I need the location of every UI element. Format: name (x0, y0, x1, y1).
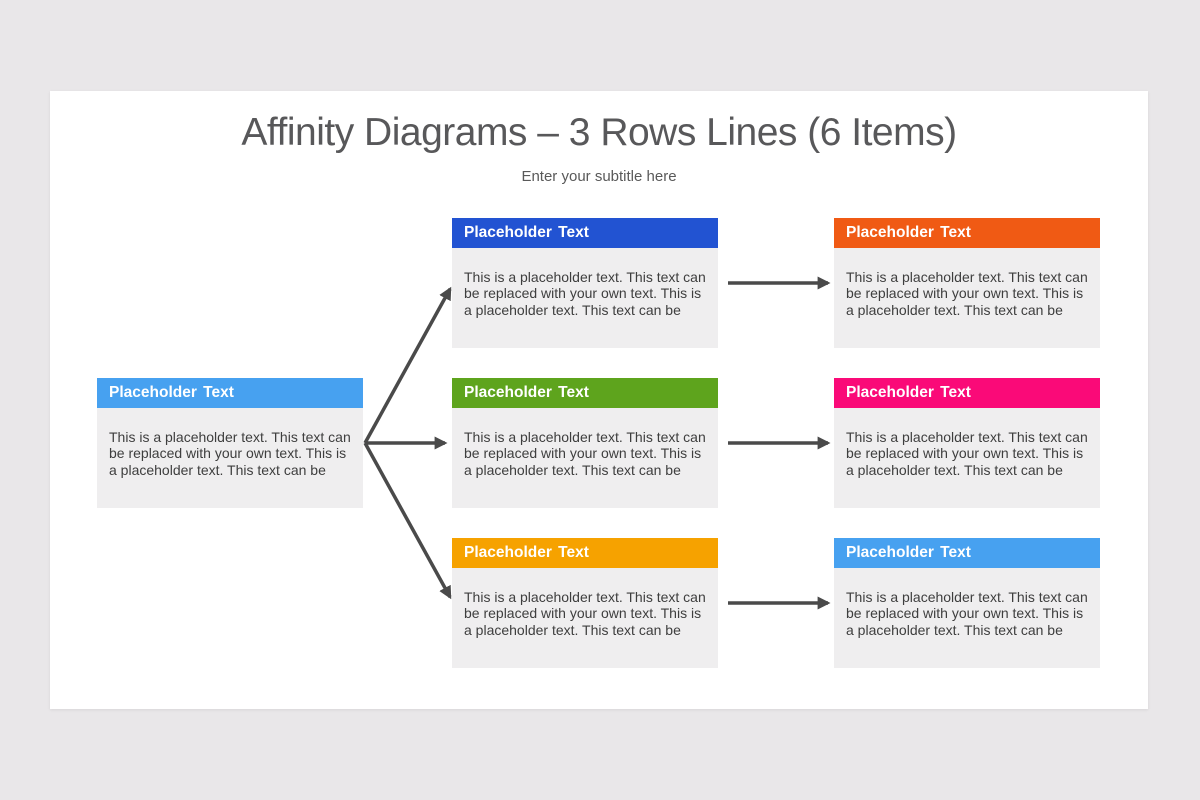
right-box-3: Placeholder Text This is a placeholder t… (834, 538, 1100, 668)
box-header: Placeholder Text (834, 538, 1100, 568)
arrow-source-to-mid-3 (363, 442, 452, 600)
middle-box-3: Placeholder Text This is a placeholder t… (452, 538, 718, 668)
box-body-text: This is a placeholder text. This text ca… (834, 248, 1100, 348)
box-header: Placeholder Text (452, 538, 718, 568)
middle-box-2: Placeholder Text This is a placeholder t… (452, 378, 718, 508)
box-body-text: This is a placeholder text. This text ca… (834, 408, 1100, 508)
source-box: Placeholder Text This is a placeholder t… (97, 378, 363, 508)
arrow-source-to-mid-1 (363, 286, 452, 444)
page-title: Affinity Diagrams – 3 Rows Lines (6 Item… (241, 111, 957, 154)
box-header: Placeholder Text (452, 218, 718, 248)
page-subtitle: Enter your subtitle here (521, 168, 677, 185)
box-header: Placeholder Text (834, 218, 1100, 248)
box-body-text: This is a placeholder text. This text ca… (452, 248, 718, 348)
box-body-text: This is a placeholder text. This text ca… (452, 568, 718, 668)
box-header: Placeholder Text (834, 378, 1100, 408)
middle-box-1: Placeholder Text This is a placeholder t… (452, 218, 718, 348)
box-header: Placeholder Text (452, 378, 718, 408)
box-body-text: This is a placeholder text. This text ca… (97, 408, 363, 508)
box-body-text: This is a placeholder text. This text ca… (834, 568, 1100, 668)
right-box-2: Placeholder Text This is a placeholder t… (834, 378, 1100, 508)
box-body-text: This is a placeholder text. This text ca… (452, 408, 718, 508)
right-box-1: Placeholder Text This is a placeholder t… (834, 218, 1100, 348)
slide-canvas: Affinity Diagrams – 3 Rows Lines (6 Item… (50, 91, 1148, 709)
box-header: Placeholder Text (97, 378, 363, 408)
